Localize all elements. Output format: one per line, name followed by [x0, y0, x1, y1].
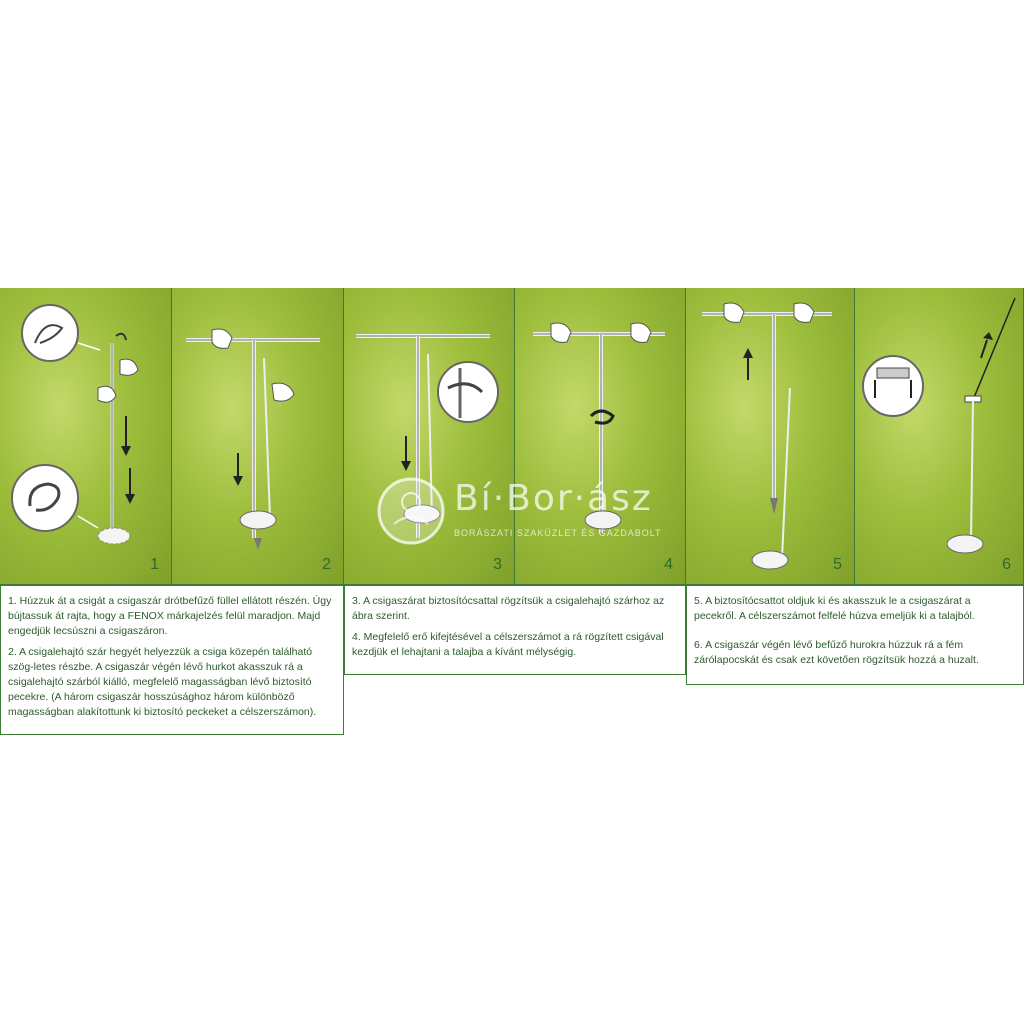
step-3-illustration: [356, 334, 499, 538]
step-panel-6: 6: [855, 288, 1024, 584]
step-group-1: 1 2 1. Húzzuk át a csigát a csigaszár dr…: [0, 288, 344, 735]
step-4-illustration: [533, 322, 665, 533]
step-panel-2: 2: [172, 288, 344, 584]
watermark-subtitle: BORÁSZATI SZAKÜZLET ÉS GAZDABOLT: [454, 528, 662, 538]
caption-step-1: 1. Húzzuk át a csigát a csigaszár drótbe…: [8, 595, 332, 637]
step-group-3: 5 6 5. A biztosítócsattot oldjuk ki és a…: [686, 288, 1024, 735]
step-panel-1: 1: [0, 288, 172, 584]
step-number: 2: [322, 556, 331, 573]
step-number: 5: [833, 556, 842, 573]
step-number: 6: [1002, 556, 1011, 573]
caption-step-2: 2. A csigalehajtó szár hegyét helyezzük …: [8, 646, 317, 718]
caption-step-5: 5. A biztosítócsattot oldjuk ki és akass…: [694, 595, 975, 622]
step-panel-5: 5: [686, 288, 855, 584]
caption-step-4: 4. Megfelelő erő kifejtésével a célszers…: [352, 631, 664, 658]
step-1-illustration: [11, 304, 139, 545]
caption-box-2: 3. A csigaszárat biztosítócsattal rögzít…: [344, 584, 686, 675]
step-panel-3: 3: [344, 288, 515, 584]
watermark-title: Bí·Bor·ász: [454, 478, 653, 519]
step-number: 1: [150, 556, 159, 573]
watermark: Bí·Bor·ász BORÁSZATI SZAKÜZLET ÉS GAZDAB…: [376, 474, 666, 546]
caption-step-3: 3. A csigaszárat biztosítócsattal rögzít…: [352, 595, 665, 622]
step-5-illustration: [702, 302, 832, 570]
step-2-illustration: [186, 328, 320, 550]
step-number: 4: [664, 556, 673, 573]
caption-box-1: 1. Húzzuk át a csigát a csigaszár drótbe…: [0, 584, 344, 735]
caption-box-3: 5. A biztosítócsattot oldjuk ki és akass…: [686, 584, 1024, 685]
watermark-logo-icon: [377, 477, 445, 545]
caption-step-6: 6. A csigaszár végén lévő befűző hurokra…: [694, 639, 979, 666]
instruction-strip: 1 2 1. Húzzuk át a csigát a csigaszár dr…: [0, 288, 1024, 735]
step-6-illustration: [862, 297, 1016, 554]
step-number: 3: [493, 556, 502, 573]
step-panel-4: 4: [515, 288, 686, 584]
step-group-2: 3 4 3. A csigaszárat biztosítócsattal rö…: [344, 288, 686, 735]
